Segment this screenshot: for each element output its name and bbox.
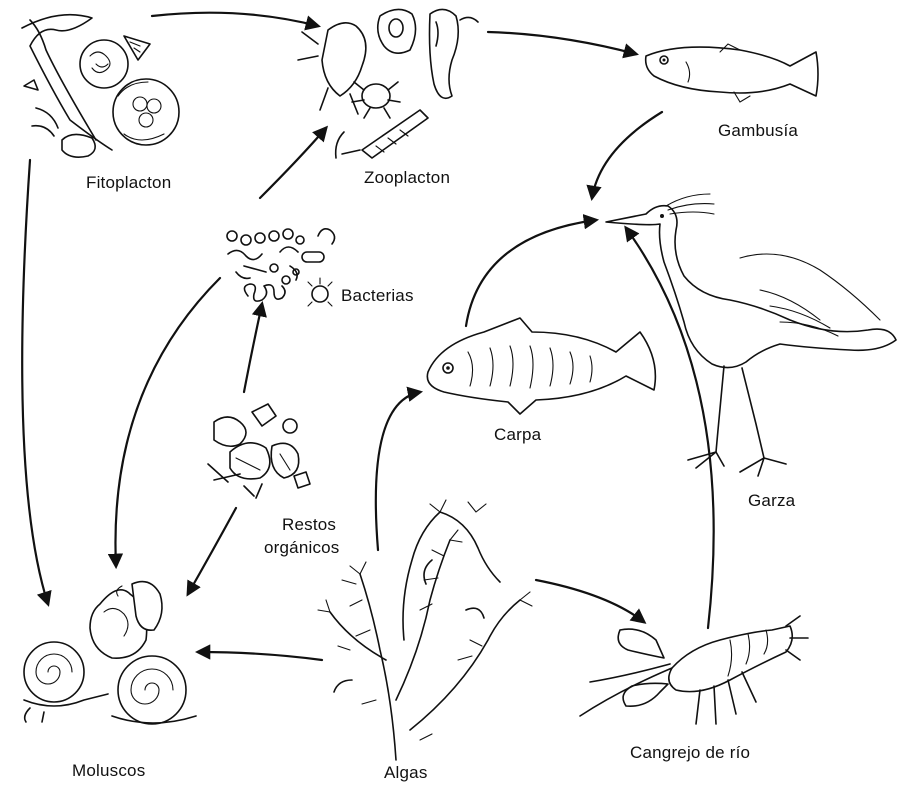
arrow-algas-to-carpa <box>376 392 420 550</box>
crayfish-icon <box>580 616 808 724</box>
arrow-restos-to-moluscos <box>188 508 236 594</box>
bacteria-icon <box>227 229 335 306</box>
label-carpa: Carpa <box>494 425 542 444</box>
arrow-bacterias-to-moluscos <box>115 278 220 566</box>
gambusia-fish-icon <box>646 44 818 102</box>
label-moluscos: Moluscos <box>72 761 145 780</box>
label-gambusia: Gambusía <box>718 121 798 140</box>
label-restos-line1: Restos <box>282 515 336 534</box>
label-restos-line2: orgánicos <box>264 538 340 557</box>
arrow-algas-to-moluscos <box>198 652 322 660</box>
phytoplankton-icon <box>22 15 179 157</box>
label-cangrejo: Cangrejo de río <box>630 743 750 762</box>
arrow-bacterias-to-zooplacton <box>260 128 326 198</box>
heron-icon <box>606 194 896 476</box>
arrow-fitoplacton-to-moluscos <box>22 160 48 604</box>
zooplankton-icon <box>298 9 478 158</box>
arrow-zooplacton-to-gambusia <box>488 32 636 54</box>
arrow-restos-to-bacterias <box>244 304 262 392</box>
label-fitoplacton: Fitoplacton <box>86 173 171 192</box>
organic-debris-icon <box>208 404 310 498</box>
arrow-cangrejo-to-garza <box>626 228 714 628</box>
label-zooplacton: Zooplacton <box>364 168 450 187</box>
label-bacterias: Bacterias <box>341 286 414 305</box>
label-algas: Algas <box>384 763 428 782</box>
algae-icon <box>318 500 532 760</box>
snails-icon <box>24 582 196 724</box>
arrow-fitoplacton-to-zooplacton <box>152 13 318 26</box>
arrow-carpa-to-garza <box>466 220 596 326</box>
label-garza: Garza <box>748 491 796 510</box>
carp-fish-icon <box>427 318 655 414</box>
arrow-gambusia-to-garza <box>592 112 662 198</box>
arrow-algas-to-cangrejo <box>536 580 644 622</box>
